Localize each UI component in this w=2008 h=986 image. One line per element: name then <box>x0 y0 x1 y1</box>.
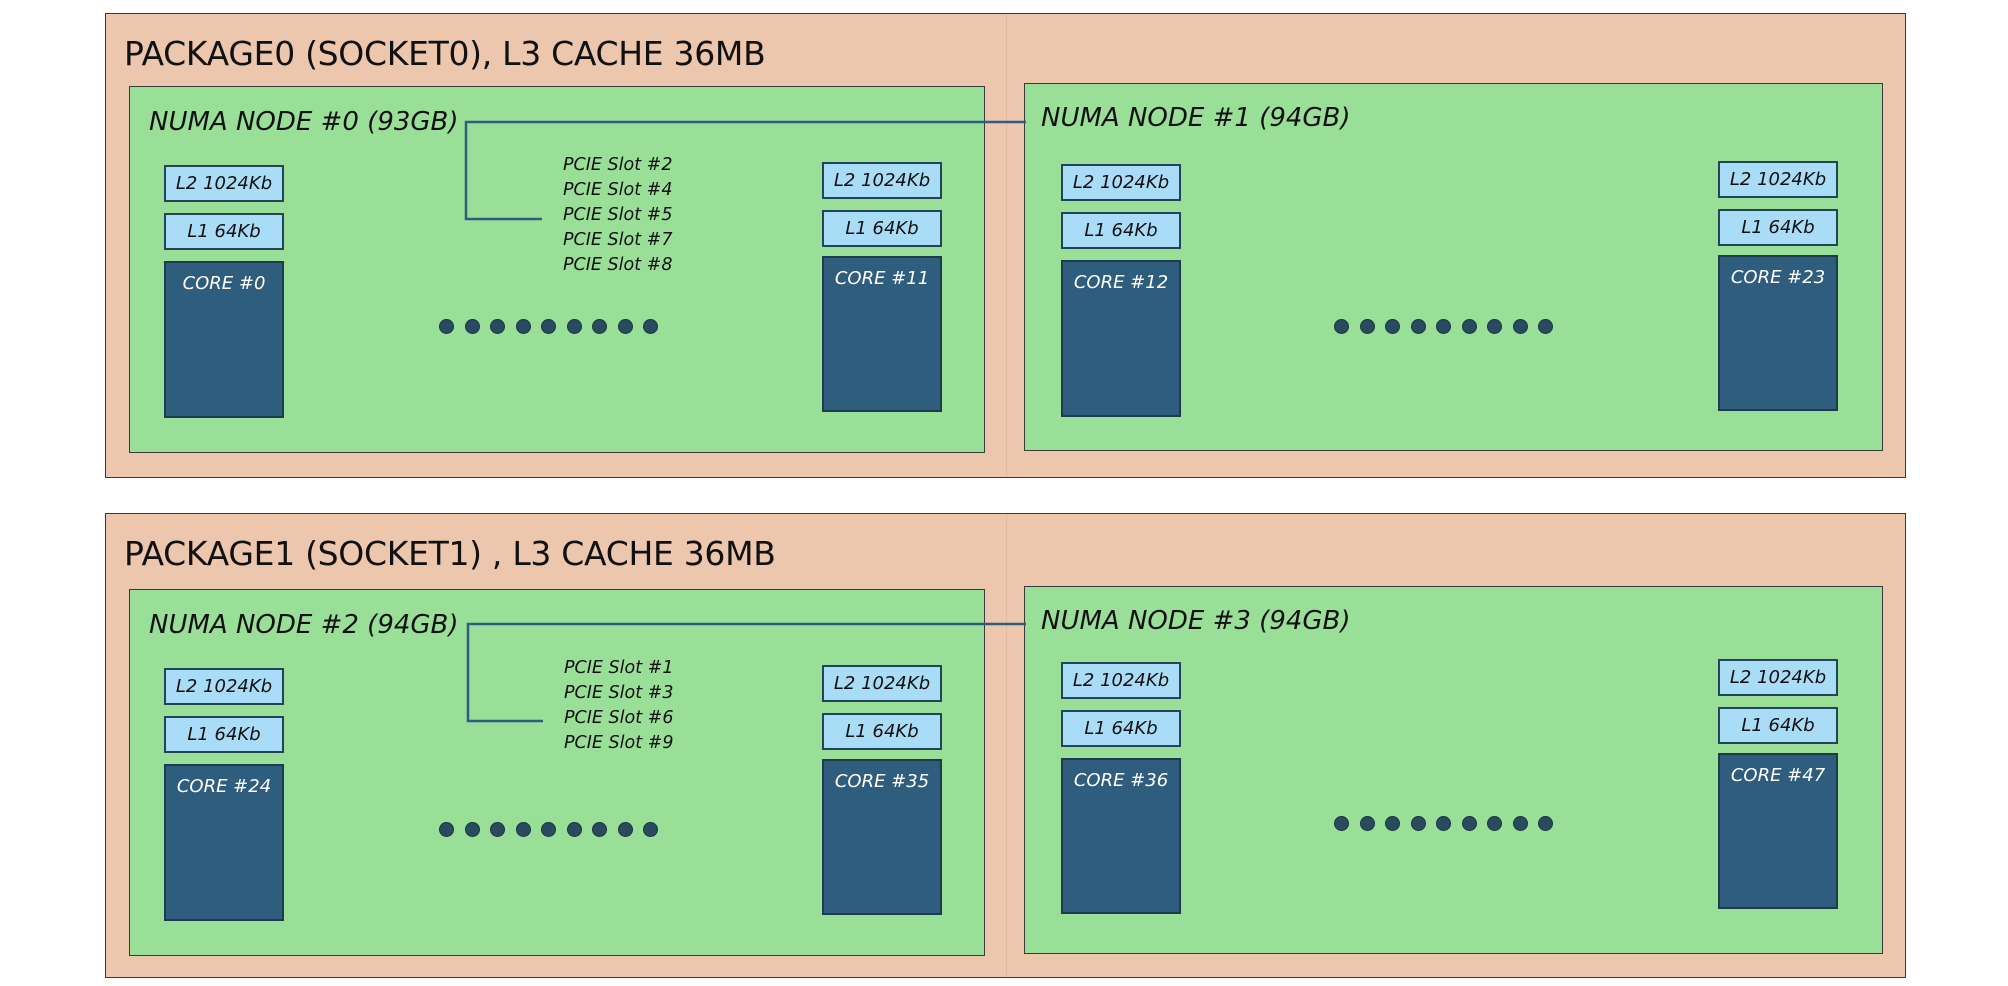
dot-icon <box>1436 816 1451 831</box>
l2-cache: L2 1024Kb <box>1061 164 1181 201</box>
dot-icon <box>1385 816 1400 831</box>
dot-icon <box>541 822 556 837</box>
l2-cache: L2 1024Kb <box>822 162 942 199</box>
numa-node-0: NUMA NODE #0 (93GB) L2 1024Kb L1 64Kb CO… <box>129 86 985 453</box>
cpu-core: CORE #36 <box>1061 758 1181 914</box>
cpu-core: CORE #24 <box>164 764 284 921</box>
package-title: PACKAGE0 (SOCKET0), L3 CACHE 36MB <box>124 34 766 73</box>
l2-cache: L2 1024Kb <box>1718 161 1838 198</box>
l1-cache: L1 64Kb <box>822 210 942 247</box>
l1-cache: L1 64Kb <box>1718 707 1838 744</box>
l2-cache: L2 1024Kb <box>1718 659 1838 696</box>
dot-icon <box>1334 319 1349 334</box>
cpu-core: CORE #23 <box>1718 255 1838 411</box>
dot-icon <box>617 319 633 334</box>
package-title: PACKAGE1 (SOCKET1) , L3 CACHE 36MB <box>124 534 776 573</box>
dot-icon <box>1385 319 1400 334</box>
cpu-core: CORE #0 <box>164 261 284 418</box>
dot-icon <box>592 822 607 837</box>
dot-icon <box>1410 319 1426 334</box>
pcie-slot: PCIE Slot #6 <box>564 708 674 728</box>
dot-icon <box>566 822 582 837</box>
dot-icon <box>1461 816 1477 831</box>
numa-node-2: NUMA NODE #2 (94GB) L2 1024Kb L1 64Kb CO… <box>129 589 985 956</box>
pcie-slot: PCIE Slot #1 <box>564 658 674 678</box>
l1-cache: L1 64Kb <box>164 716 284 753</box>
l1-cache: L1 64Kb <box>1061 710 1181 747</box>
pcie-slot: PCIE Slot #4 <box>563 180 673 200</box>
ellipsis-dots <box>1334 816 1553 831</box>
package-divider <box>1006 514 1007 977</box>
pcie-slot-list: PCIE Slot #2 PCIE Slot #4 PCIE Slot #5 P… <box>563 153 672 278</box>
package-1: PACKAGE1 (SOCKET1) , L3 CACHE 36MB NUMA … <box>105 513 1906 978</box>
dot-icon <box>490 319 505 334</box>
dot-icon <box>490 822 505 837</box>
dot-icon <box>617 822 633 837</box>
dot-icon <box>1538 816 1553 831</box>
dot-icon <box>592 319 607 334</box>
dot-icon <box>464 319 480 334</box>
dot-icon <box>1359 319 1375 334</box>
l1-cache: L1 64Kb <box>1061 212 1181 249</box>
cpu-core: CORE #12 <box>1061 260 1181 417</box>
dot-icon <box>1538 319 1553 334</box>
l1-cache: L1 64Kb <box>1718 209 1838 246</box>
dot-icon <box>1487 319 1502 334</box>
dot-icon <box>1512 816 1528 831</box>
dot-icon <box>643 822 658 837</box>
pcie-slot: PCIE Slot #8 <box>563 255 673 275</box>
dot-icon <box>515 822 531 837</box>
ellipsis-dots <box>439 319 658 334</box>
pcie-slot: PCIE Slot #7 <box>563 230 673 250</box>
l2-cache: L2 1024Kb <box>164 165 284 202</box>
dot-icon <box>464 822 480 837</box>
cpu-core: CORE #11 <box>822 256 942 412</box>
pcie-slot: PCIE Slot #5 <box>563 205 673 225</box>
dot-icon <box>1410 816 1426 831</box>
l2-cache: L2 1024Kb <box>164 668 284 705</box>
numa-node-title: NUMA NODE #2 (94GB) <box>149 610 459 640</box>
dot-icon <box>1487 816 1502 831</box>
l1-cache: L1 64Kb <box>822 713 942 750</box>
l2-cache: L2 1024Kb <box>1061 662 1181 699</box>
l1-cache: L1 64Kb <box>164 213 284 250</box>
dot-icon <box>1461 319 1477 334</box>
ellipsis-dots <box>439 822 658 837</box>
package-0: PACKAGE0 (SOCKET0), L3 CACHE 36MB NUMA N… <box>105 13 1906 478</box>
dot-icon <box>439 822 454 837</box>
dot-icon <box>566 319 582 334</box>
numa-node-1: NUMA NODE #1 (94GB) L2 1024Kb L1 64Kb CO… <box>1024 83 1883 451</box>
dot-icon <box>1512 319 1528 334</box>
numa-node-3: NUMA NODE #3 (94GB) L2 1024Kb L1 64Kb CO… <box>1024 586 1883 954</box>
cpu-core: CORE #35 <box>822 759 942 915</box>
dot-icon <box>1359 816 1375 831</box>
numa-node-title: NUMA NODE #3 (94GB) <box>1041 606 1351 636</box>
dot-icon <box>643 319 658 334</box>
dot-icon <box>1334 816 1349 831</box>
pcie-slot: PCIE Slot #9 <box>564 733 674 753</box>
cpu-core: CORE #47 <box>1718 753 1838 909</box>
ellipsis-dots <box>1334 319 1553 334</box>
pcie-slot: PCIE Slot #3 <box>564 683 674 703</box>
dot-icon <box>541 319 556 334</box>
dot-icon <box>515 319 531 334</box>
numa-node-title: NUMA NODE #0 (93GB) <box>149 107 459 137</box>
numa-node-title: NUMA NODE #1 (94GB) <box>1041 103 1351 133</box>
dot-icon <box>439 319 454 334</box>
pcie-slot: PCIE Slot #2 <box>563 155 673 175</box>
pcie-slot-list: PCIE Slot #1 PCIE Slot #3 PCIE Slot #6 P… <box>564 656 673 756</box>
l2-cache: L2 1024Kb <box>822 665 942 702</box>
dot-icon <box>1436 319 1451 334</box>
package-divider <box>1006 14 1007 477</box>
